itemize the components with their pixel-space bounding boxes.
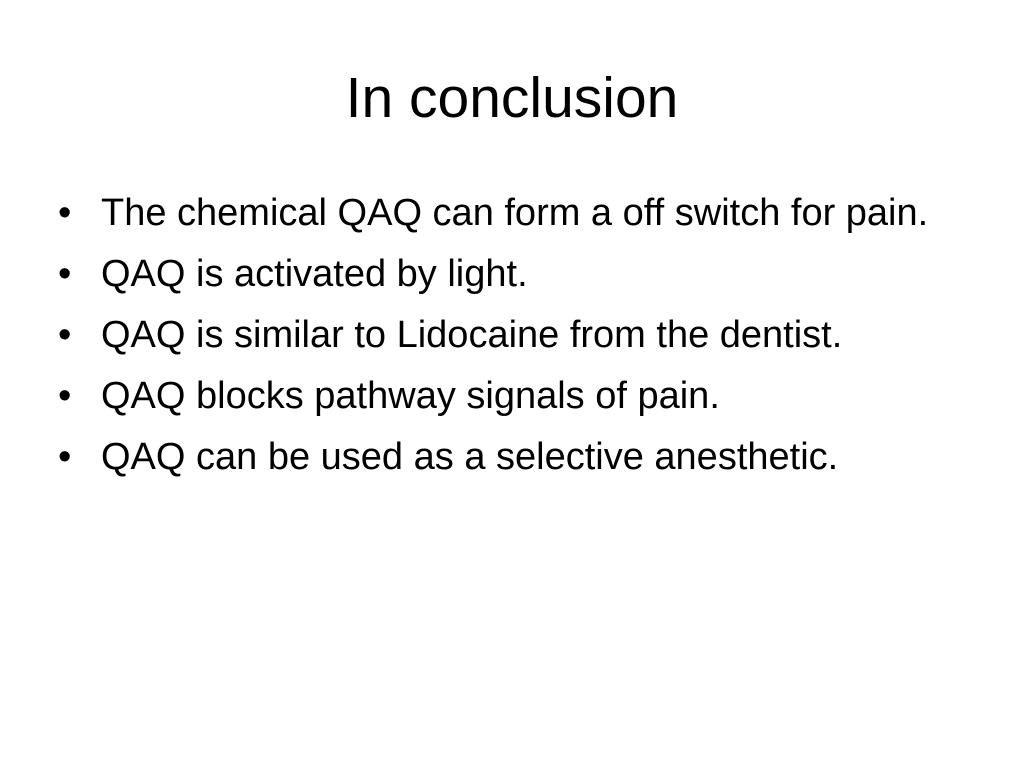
bullet-list: • The chemical QAQ can form a off switch…	[58, 188, 958, 493]
bullet-icon: •	[58, 436, 72, 478]
bullet-item: • QAQ is activated by light.	[58, 249, 958, 300]
slide-title: In conclusion	[345, 66, 679, 130]
bullet-item: • QAQ is similar to Lidocaine from the d…	[58, 310, 958, 361]
bullet-item: • QAQ blocks pathway signals of pain.	[58, 371, 958, 422]
bullet-text: QAQ is activated by light.	[101, 253, 528, 295]
bullet-text: QAQ blocks pathway signals of pain.	[101, 375, 720, 417]
bullet-icon: •	[58, 192, 72, 234]
bullet-item: • The chemical QAQ can form a off switch…	[58, 188, 958, 239]
bullet-icon: •	[58, 375, 72, 417]
bullet-text: QAQ can be used as a selective anestheti…	[101, 436, 839, 478]
bullet-text: The chemical QAQ can form a off switch f…	[101, 192, 929, 234]
bullet-text: QAQ is similar to Lidocaine from the den…	[101, 314, 843, 356]
bullet-icon: •	[58, 253, 72, 295]
bullet-item: • QAQ can be used as a selective anesthe…	[58, 432, 958, 483]
bullet-icon: •	[58, 314, 72, 356]
